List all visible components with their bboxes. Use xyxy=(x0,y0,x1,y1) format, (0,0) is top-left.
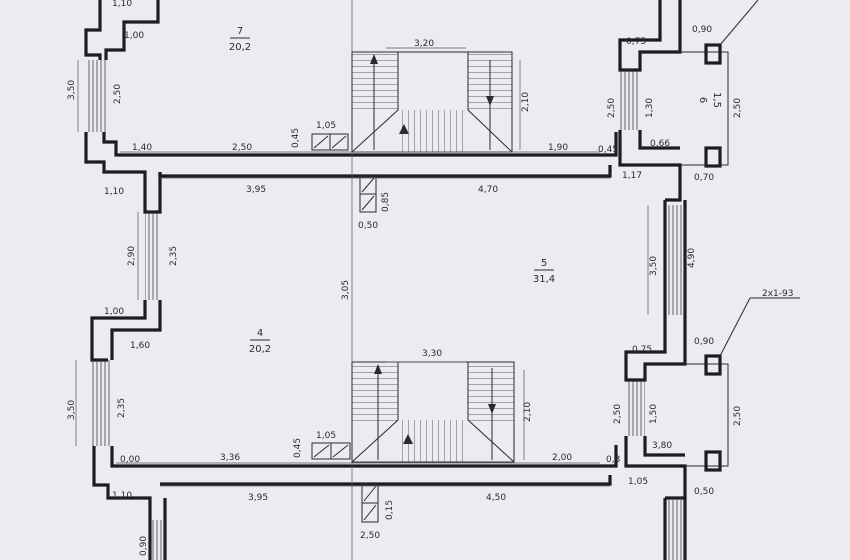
dim-balc-lower-inner: 1,50 xyxy=(649,404,659,424)
dim-lower-w2: 1,60 xyxy=(130,341,150,351)
room-4-area: 20,2 xyxy=(249,344,271,355)
dim-corr-upper-mid: 2,50 xyxy=(232,143,252,153)
dim-room5-right-win2: 4,90 xyxy=(687,248,697,268)
dim-vent-lower-v: 0,45 xyxy=(293,438,303,458)
dim-balc-lower-right: 0,90 xyxy=(694,337,714,347)
dim-left-upper-inner: 2,50 xyxy=(113,84,123,104)
dimension-lines xyxy=(75,47,649,487)
dim-vent-upper: 1,05 xyxy=(316,121,336,131)
dim-shaft-upper-h: 0,50 xyxy=(358,221,378,231)
balconies xyxy=(680,0,800,472)
room-5-number: 5 xyxy=(541,258,547,269)
dim-balc-upper-corner: 1,17 xyxy=(622,171,642,181)
dim-center-axis: 3,05 xyxy=(341,280,351,300)
dim-bottom-left-v: 0,90 xyxy=(139,536,149,556)
dim-wall-lower-left: 1,10 xyxy=(112,491,132,501)
dim-stair-lower-width: 3,30 xyxy=(422,349,442,359)
dim-top-w2: 1,00 xyxy=(124,31,144,41)
dim-stair-upper-height: 2,10 xyxy=(521,92,531,112)
dim-wall-upper-left: 1,10 xyxy=(104,187,124,197)
dim-room5-win-inner: 2,35 xyxy=(169,246,179,266)
dim-left-lower-outer: 3,50 xyxy=(67,400,77,420)
dim-balc-lower-bottom: 3,80 xyxy=(652,441,672,451)
dim-room5-right: 4,70 xyxy=(478,185,498,195)
room-7-number: 7 xyxy=(237,26,243,37)
dim-balc-lower-label: 2x1-93 xyxy=(762,289,793,299)
dim-room-bottom-left: 3,95 xyxy=(248,493,268,503)
dim-corr-upper-right: 1,90 xyxy=(548,143,568,153)
dim-corr-lower-left: 0,00 xyxy=(120,455,140,465)
dim-stair-upper-width: 3,20 xyxy=(414,39,434,49)
room-6-area: 1,5 xyxy=(711,92,722,108)
dim-corr-lower-right: 2,00 xyxy=(552,453,572,463)
dim-balc-upper-top: 0,75 xyxy=(626,37,646,47)
dim-lower-w1: 1,00 xyxy=(104,307,124,317)
dim-corr-upper-end: 0,45 xyxy=(598,145,618,155)
dim-balc-lower-side: 2,50 xyxy=(733,406,743,426)
room-7-label: 7 20,2 xyxy=(229,26,251,53)
stair-lower xyxy=(351,361,515,463)
dim-vent-lower: 1,05 xyxy=(316,431,336,441)
dim-balc-upper-side: 2,50 xyxy=(733,98,743,118)
dim-vent-upper-v: 0,45 xyxy=(291,128,301,148)
dim-shaft-lower-h: 2,50 xyxy=(360,531,380,541)
dim-room5-right-win: 3,50 xyxy=(649,256,659,276)
dim-room5-left: 3,95 xyxy=(246,185,266,195)
dim-balc-lower-low: 0,50 xyxy=(694,487,714,497)
dim-balc-upper-low: 0,70 xyxy=(694,173,714,183)
stair-upper xyxy=(351,51,513,153)
dim-room-bottom-right: 4,50 xyxy=(486,493,506,503)
dim-shaft-upper-v: 0,85 xyxy=(381,192,391,212)
room-5-label: 5 31,4 xyxy=(533,258,555,285)
windows xyxy=(86,60,685,560)
dimension-labels: 1,10 1,00 3,50 2,50 3,20 2,10 1,40 2,50 … xyxy=(67,0,793,556)
dim-top-w1: 1,10 xyxy=(112,0,132,9)
room-6-number: 6 xyxy=(697,97,708,103)
room-6-label: 6 1,5 xyxy=(697,92,722,108)
dim-balc-lower-corner: 1,05 xyxy=(628,477,648,487)
dim-stair-lower-height: 2,10 xyxy=(523,402,533,422)
dim-left-lower-inner: 2,35 xyxy=(117,398,127,418)
dim-balc-upper-win: 2,50 xyxy=(607,98,617,118)
dim-balc-lower-top: 0,75 xyxy=(632,345,652,355)
room-7-area: 20,2 xyxy=(229,42,251,53)
vent-shafts xyxy=(311,133,379,523)
room-4-label: 4 20,2 xyxy=(249,328,271,355)
dim-balc-lower-win: 2,50 xyxy=(613,404,623,424)
dim-balc-upper-bottom: 0,66 xyxy=(650,139,670,149)
dim-balc-upper-inner: 1,30 xyxy=(645,98,655,118)
room-4-number: 4 xyxy=(257,328,263,339)
dim-balc-lower-mid: 0,3 xyxy=(606,455,620,465)
dim-left-upper-outer: 3,50 xyxy=(67,80,77,100)
dim-balc-upper-right: 0,90 xyxy=(692,25,712,35)
room-5-area: 31,4 xyxy=(533,274,555,285)
dim-corr-upper-left: 1,40 xyxy=(132,143,152,153)
dim-room5-win-outer: 2,90 xyxy=(127,246,137,266)
dim-corr-lower-mid: 3,36 xyxy=(220,453,240,463)
dim-shaft-lower-v: 0,15 xyxy=(385,500,395,520)
